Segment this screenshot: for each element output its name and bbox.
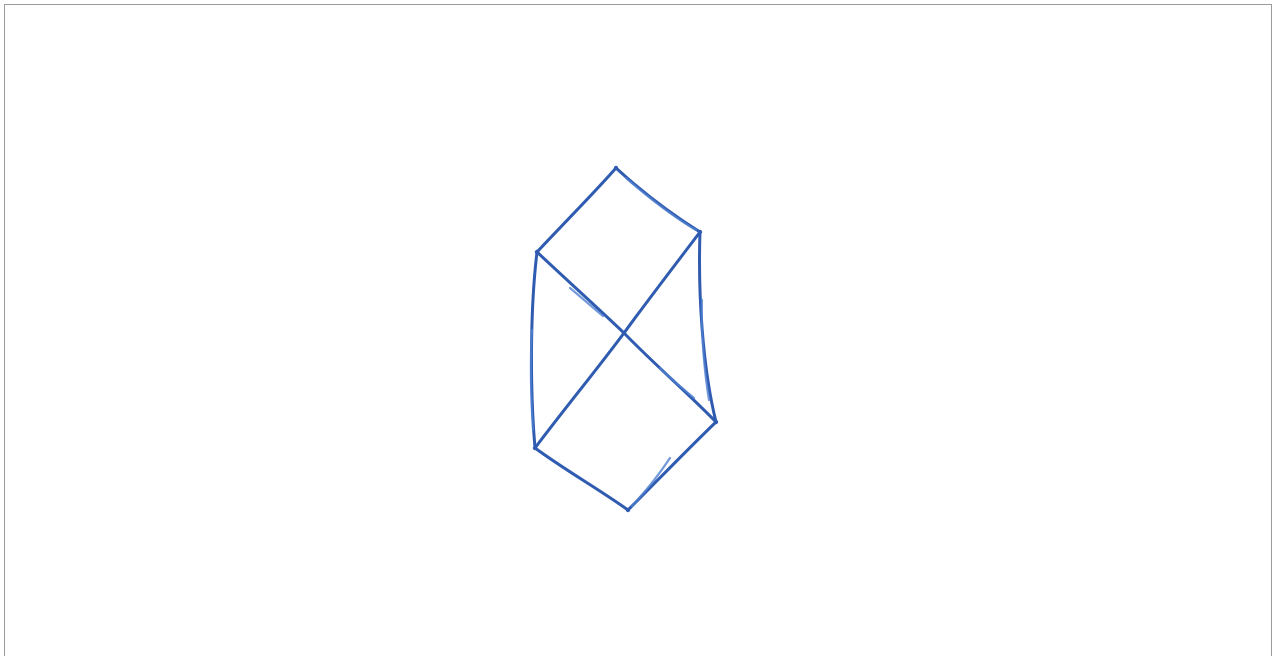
vertex-top (614, 166, 618, 170)
sketch-overstroke-diagonal (570, 288, 603, 316)
edge-bottom-left (535, 448, 628, 510)
hexagon-sketch (531, 166, 718, 512)
vertex-bottom (626, 508, 630, 512)
edge-top-right (616, 168, 700, 232)
diagonal-top-left-to-bottom-right (537, 252, 716, 422)
vertex-upper-right (698, 230, 702, 234)
vertex-center (622, 331, 626, 335)
vertex-lower-left (533, 446, 537, 450)
diagonal-top-right-to-bottom-left (535, 232, 700, 448)
vertex-lower-right (714, 420, 718, 424)
sketch-overstroke-bottom-right (632, 458, 670, 506)
vertex-upper-left (535, 250, 539, 254)
edge-top-left (537, 168, 616, 252)
sketch-overstroke-diagonal-lower (660, 368, 694, 398)
